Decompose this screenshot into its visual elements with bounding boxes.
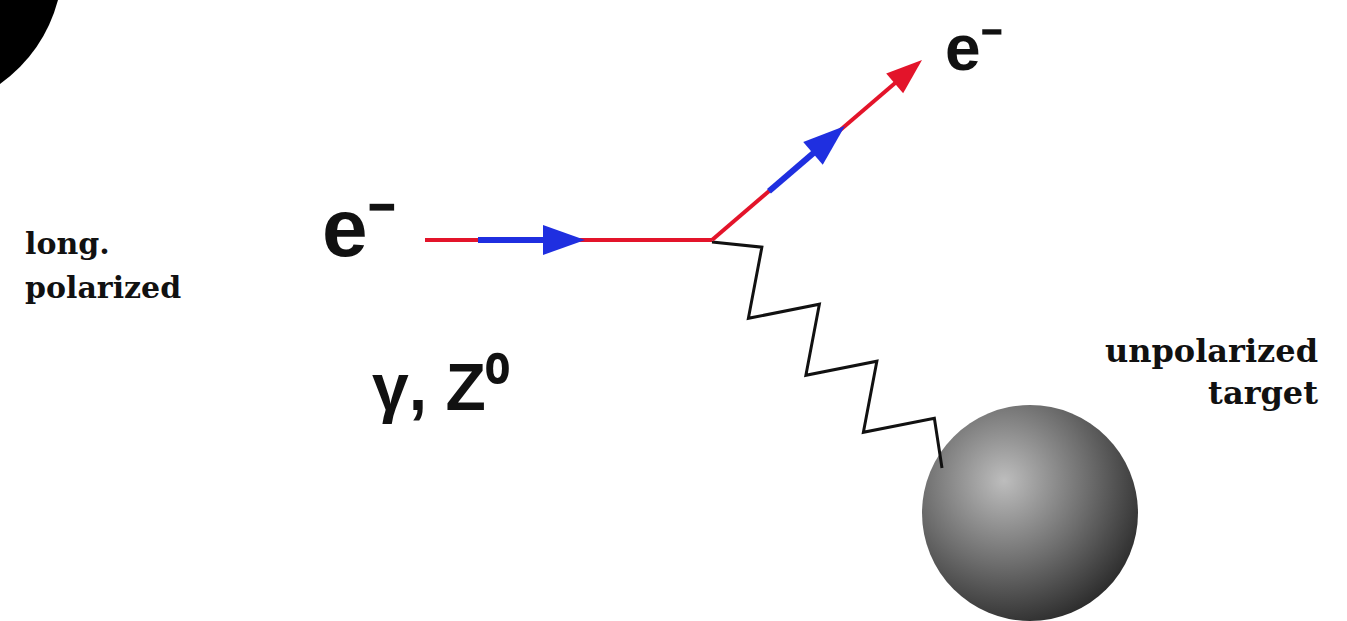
outgoing-electron-line: [712, 73, 907, 240]
corner-mark: [0, 0, 58, 84]
spin-arrowhead: [543, 225, 585, 255]
momentum-arrowhead: [886, 60, 922, 93]
boson-label: γ, Z⁰: [372, 345, 509, 429]
target-sphere: [922, 405, 1138, 621]
particle-symbol: e⁻: [322, 178, 396, 278]
boson-line: [712, 242, 942, 468]
spin-arrowhead: [803, 126, 845, 165]
particle-symbol: e⁻: [945, 8, 1003, 88]
beam-label: long. polarized: [25, 222, 245, 310]
target-label: unpolarized target: [1028, 330, 1318, 414]
